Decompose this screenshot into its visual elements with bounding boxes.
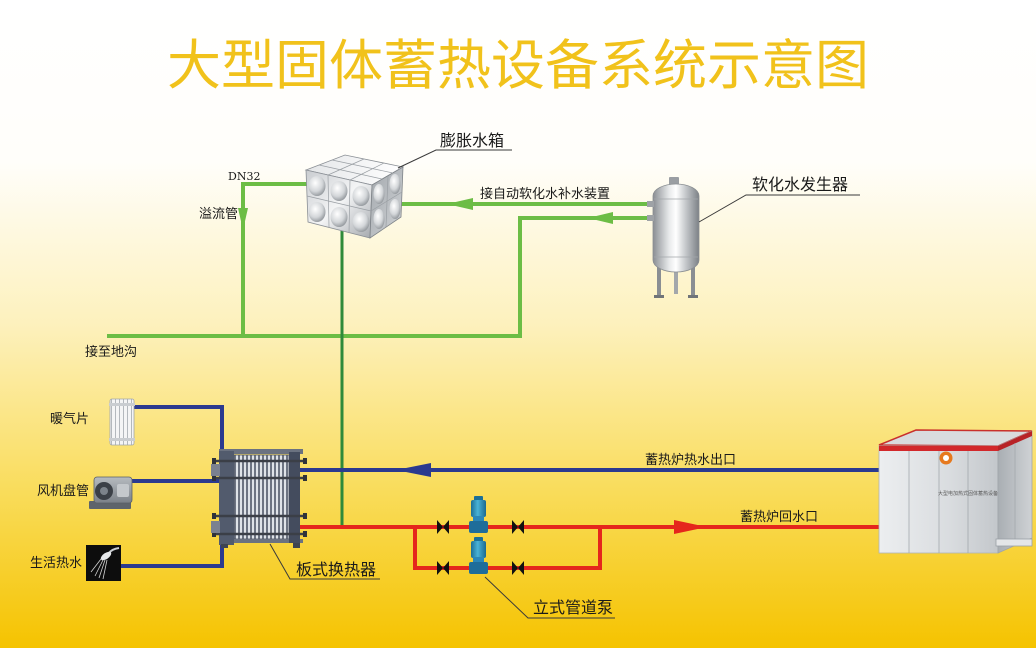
softener-weld-seams	[654, 198, 698, 258]
pump-label: 立式管道泵	[533, 598, 613, 617]
exchanger-bottom-bar	[219, 539, 303, 543]
drain-pipe	[107, 216, 648, 338]
butterfly-valve-icon	[512, 561, 524, 575]
radiator-icon	[109, 398, 135, 446]
unit-logo-inner	[943, 455, 949, 461]
softener-leg	[657, 260, 661, 296]
softener-tank-body	[652, 183, 700, 273]
tank-panel-seams	[306, 158, 403, 234]
plate-heat-exchanger-icon	[211, 449, 307, 548]
makeup-label: 接自动软化水补水装置	[480, 186, 610, 202]
softener-nozzle	[647, 201, 654, 207]
exchanger-leader-line	[269, 543, 380, 580]
unit-red-band-side	[998, 431, 1032, 451]
exchanger-fixed-frame	[219, 451, 234, 545]
tank-panel	[389, 199, 401, 219]
pump-neck	[473, 516, 484, 522]
expansion-tank-label: 膨胀水箱	[440, 131, 504, 150]
unit-panel-lines	[908, 443, 1016, 553]
fan-coil-icon	[89, 476, 133, 509]
dn32-label: DN32	[228, 170, 260, 183]
softener-leg	[691, 260, 695, 296]
unit-outlet-pipe	[995, 538, 1033, 547]
drain-label: 接至地沟	[85, 344, 137, 360]
exchanger-leg	[293, 543, 300, 548]
tank-panel	[352, 212, 370, 232]
pump-bypass-pipe	[413, 527, 602, 570]
return-pipes	[300, 520, 880, 570]
pump-cap	[474, 496, 483, 501]
overflow-pipe	[241, 182, 308, 336]
softener-leg	[674, 262, 678, 294]
exchanger-top-bar	[219, 449, 303, 454]
exchanger-tie-rods	[214, 459, 305, 536]
hot-water-label: 生活热水	[30, 556, 82, 571]
softener-foot	[654, 295, 664, 298]
shower-spray	[90, 558, 108, 580]
exchanger-nozzle	[211, 464, 220, 476]
softener-label: 软化水发生器	[752, 175, 848, 194]
unit-front-face	[878, 445, 999, 554]
return-flow-arrow	[674, 520, 707, 534]
radiator-columns	[109, 398, 135, 446]
pump-neck	[473, 557, 484, 563]
tank-panel	[389, 174, 401, 194]
tank-panel	[373, 184, 385, 204]
pump-body	[469, 562, 488, 574]
softener-flow-arrow	[588, 212, 613, 224]
tank-leader-line	[397, 149, 512, 169]
water-softener-icon	[647, 177, 700, 298]
valves	[437, 520, 524, 575]
solid-heat-storage-unit-icon: 大型电加热式固体蓄热设备	[878, 429, 1033, 554]
tank-panel	[330, 207, 348, 227]
expansion-tank-icon	[304, 154, 405, 239]
water-pipes	[107, 182, 648, 338]
outlet-label: 蓄热炉热水出口	[645, 453, 736, 468]
tank-panel	[308, 176, 326, 196]
softener-foot	[688, 295, 698, 298]
shower-icon	[86, 545, 121, 581]
unit-nameplate: 大型电加热式固体蓄热设备	[938, 490, 998, 497]
overflow-label: 溢流管	[199, 207, 238, 222]
pump-motor	[471, 541, 486, 558]
pump-leader-line	[484, 576, 615, 619]
makeup-flow-arrow	[447, 198, 473, 210]
butterfly-valve-icon	[437, 520, 449, 534]
softener-nozzle	[647, 215, 654, 221]
page-title: 大型固体蓄热设备系统示意图	[167, 34, 869, 97]
fan-coil-motor	[117, 484, 129, 497]
pipeline-pump-icon	[469, 537, 488, 574]
fan-coil-blower-hub	[100, 487, 108, 495]
outlet-flow-arrow	[396, 463, 431, 477]
exchanger-leg	[221, 544, 228, 548]
pump-cap	[474, 537, 483, 542]
tank-panel	[308, 202, 326, 222]
pump-body	[469, 521, 488, 533]
unit-red-band	[879, 446, 998, 451]
pipeline-pump-icon	[469, 496, 488, 533]
butterfly-valve-icon	[437, 561, 449, 575]
radiator-top-header	[109, 403, 135, 406]
exchanger-nozzle	[211, 521, 220, 533]
plate-exchanger-label: 板式换热器	[296, 560, 376, 579]
tank-panel	[330, 181, 348, 201]
radiator-label: 暖气片	[50, 411, 89, 427]
tank-panel	[373, 209, 385, 229]
tank-panel	[352, 186, 370, 206]
shower-head	[100, 551, 112, 561]
exchanger-plate-pack	[233, 454, 290, 540]
softener-leader-line	[698, 194, 860, 223]
supply-pipes	[121, 405, 880, 568]
return-label: 蓄热炉回水口	[740, 510, 818, 525]
butterfly-valve-icon	[512, 520, 524, 534]
fan-coil-label: 风机盘管	[37, 483, 89, 499]
radiator-bottom-header	[109, 438, 135, 441]
exchanger-pressure-plate	[289, 452, 300, 543]
pump-motor	[471, 500, 486, 517]
overflow-flow-arrow	[238, 208, 248, 230]
